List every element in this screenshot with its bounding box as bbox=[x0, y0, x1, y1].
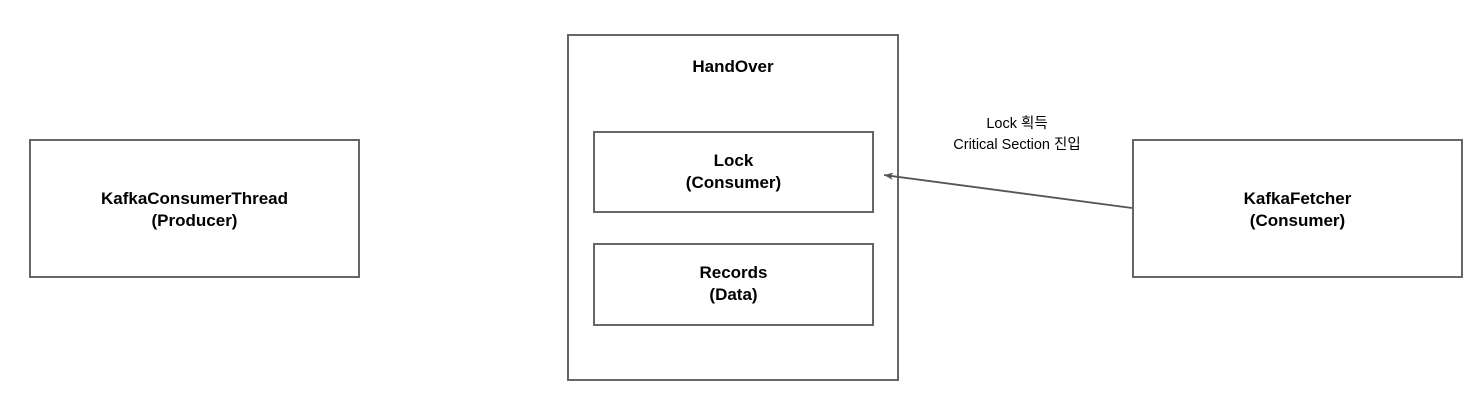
edge-fetcher-to-lock-arrow bbox=[883, 172, 1133, 209]
node-kafka-consumer-thread-label: KafkaConsumerThread (Producer) bbox=[100, 189, 289, 230]
node-kafka-fetcher-label: KafkaFetcher (Consumer) bbox=[1243, 189, 1352, 230]
node-records-label: Records (Data) bbox=[699, 263, 768, 304]
node-lock[interactable]: Lock (Consumer) bbox=[593, 131, 874, 213]
node-kafka-fetcher[interactable]: KafkaFetcher (Consumer) bbox=[1132, 139, 1463, 278]
node-lock-label: Lock (Consumer) bbox=[685, 151, 782, 192]
node-records[interactable]: Records (Data) bbox=[593, 243, 874, 326]
node-handover-title: HandOver bbox=[692, 57, 774, 76]
edge-fetcher-to-lock-label: Lock 획득 Critical Section 진입 bbox=[953, 116, 1081, 153]
node-kafka-consumer-thread[interactable]: KafkaConsumerThread (Producer) bbox=[29, 139, 360, 278]
